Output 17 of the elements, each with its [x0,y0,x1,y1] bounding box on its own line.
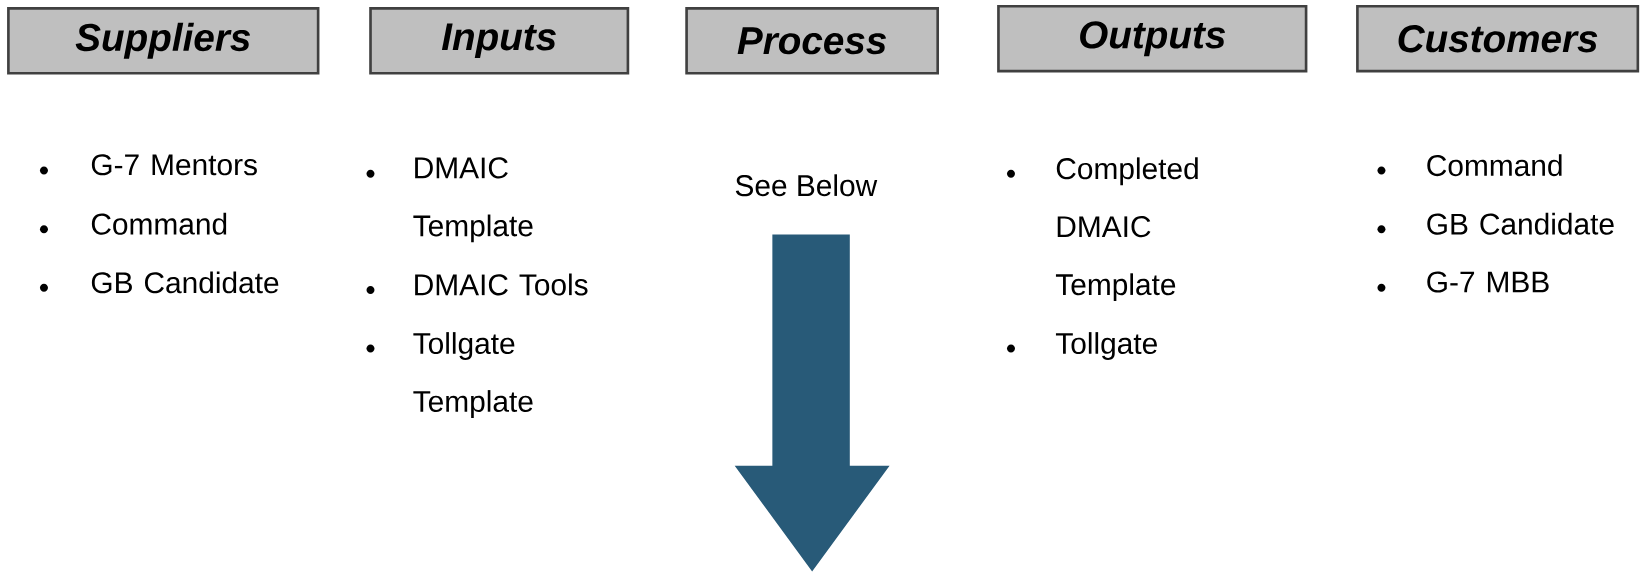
header-box: Suppliers [7,7,320,75]
list-item: DMAIC Tools [366,273,588,296]
list-item: GB Candidate [39,271,279,294]
list-item: Tollgate [1006,332,1157,360]
list-item: G-7 Mentors [39,154,257,176]
header-box: Customers [1356,4,1640,73]
list-item: Command [1377,154,1562,177]
list-item: Completed DMAIC Template [1006,157,1198,302]
list-item: DMAIC Template [366,157,533,243]
header-box: Inputs [369,7,630,75]
list-item: G-7 MBB [1377,271,1549,293]
header-box: Process [685,7,939,75]
note-text: See Below [735,174,878,197]
list-item: GB Candidate [1377,212,1614,235]
list-item: Command [39,212,227,235]
header-box: Outputs [997,4,1308,73]
list-item: Tollgate Template [366,332,533,418]
